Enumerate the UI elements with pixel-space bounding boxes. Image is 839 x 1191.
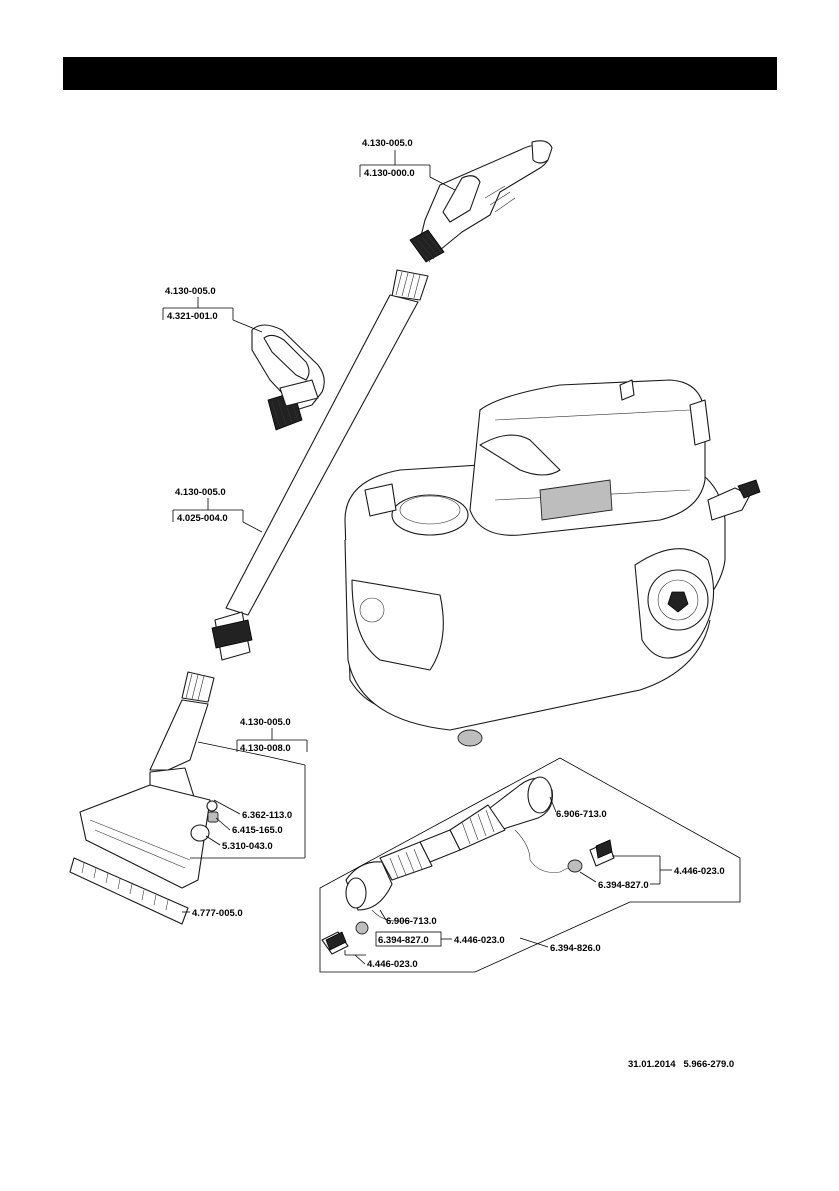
label-hose-cuff-right: 6.906-713.0 xyxy=(556,809,607,820)
label-handle-top-part: 4.130-000.0 xyxy=(364,168,415,179)
label-handle-top-group: 4.130-005.0 xyxy=(362,138,413,149)
bow-handle xyxy=(251,324,325,431)
label-hose-assembly: 6.394-826.0 xyxy=(550,943,601,954)
part-labels: 4.130-005.0 4.130-000.0 4.130-005.0 4.32… xyxy=(165,138,725,970)
label-tube-part: 4.025-004.0 xyxy=(177,513,228,524)
label-coupling-right-group: 4.446-023.0 xyxy=(674,866,725,877)
label-nozzle-strip: 4.777-005.0 xyxy=(192,908,243,919)
label-nozzle-sub3: 5.310-043.0 xyxy=(222,841,273,852)
label-nozzle-sub2: 6.415-165.0 xyxy=(232,825,283,836)
floor-nozzle xyxy=(69,671,219,925)
suction-hose xyxy=(321,776,615,955)
header-bar xyxy=(63,57,777,90)
extension-tube xyxy=(211,269,429,661)
label-handle-mid-part: 4.321-001.0 xyxy=(167,311,218,322)
label-handle-mid-group: 4.130-005.0 xyxy=(165,286,216,297)
label-nozzle-sub1: 6.362-113.0 xyxy=(242,810,292,821)
label-coupling-left-part: 6.394-827.0 xyxy=(378,935,429,946)
label-nozzle-part: 4.130-008.0 xyxy=(240,743,291,754)
label-nozzle-group: 4.130-005.0 xyxy=(240,717,291,728)
spray-handle-top xyxy=(409,140,553,263)
label-coupling-right-part: 6.394-827.0 xyxy=(598,880,649,891)
leader-lines xyxy=(162,150,741,973)
main-unit xyxy=(344,379,761,747)
footer: 31.01.2014 5.966-279.0 xyxy=(628,1059,734,1070)
label-hose-cuff-left: 6.906-713.0 xyxy=(386,916,437,927)
label-tube-group: 4.130-005.0 xyxy=(175,487,226,498)
label-coupling-left-group-a: 4.446-023.0 xyxy=(454,935,505,946)
label-coupling-left-group-b: 4.446-023.0 xyxy=(367,959,418,970)
footer-doc-number: 5.966-279.0 xyxy=(683,1059,735,1070)
footer-date: 31.01.2014 xyxy=(628,1059,676,1070)
